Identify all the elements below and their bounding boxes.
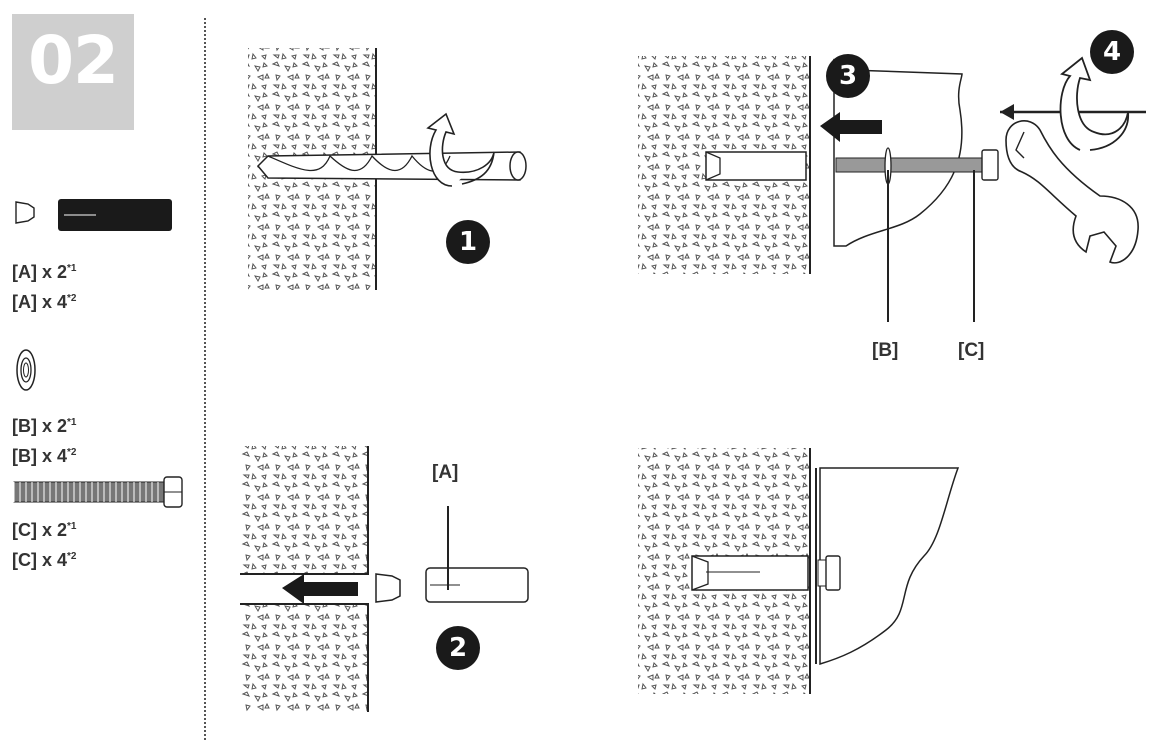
bolt-icon [13, 476, 183, 508]
step-number: 02 [28, 22, 119, 99]
step-number-panel [12, 14, 134, 130]
washer-icon [16, 349, 36, 391]
column-divider [204, 18, 206, 740]
part-b-qty-2: [B] x 4*2 [12, 446, 77, 466]
part-c-qty-2: [C] x 4*2 [12, 550, 77, 570]
step-badge-4: 4 [1090, 30, 1134, 74]
part-a-qty-1: [A] x 2*1 [12, 262, 77, 282]
callout-a: [A] [432, 462, 459, 483]
anchor-sleeve-icon [15, 199, 172, 231]
step-badge-2: 2 [436, 626, 480, 670]
step-badge-3: 3 [826, 54, 870, 98]
part-b-qty-1: [B] x 2*1 [12, 416, 77, 436]
step1-drilling [248, 48, 527, 290]
callout-c: [C] [958, 340, 985, 361]
step4-finished-mount [638, 448, 960, 694]
part-a-qty-2: [A] x 4*2 [12, 292, 77, 312]
step3-bolt-bracket [638, 56, 1146, 322]
callout-b: [B] [872, 340, 899, 361]
step2-insert-anchor [240, 446, 529, 712]
part-c-qty-1: [C] x 2*1 [12, 520, 77, 540]
step-badge-1: 1 [446, 220, 490, 264]
